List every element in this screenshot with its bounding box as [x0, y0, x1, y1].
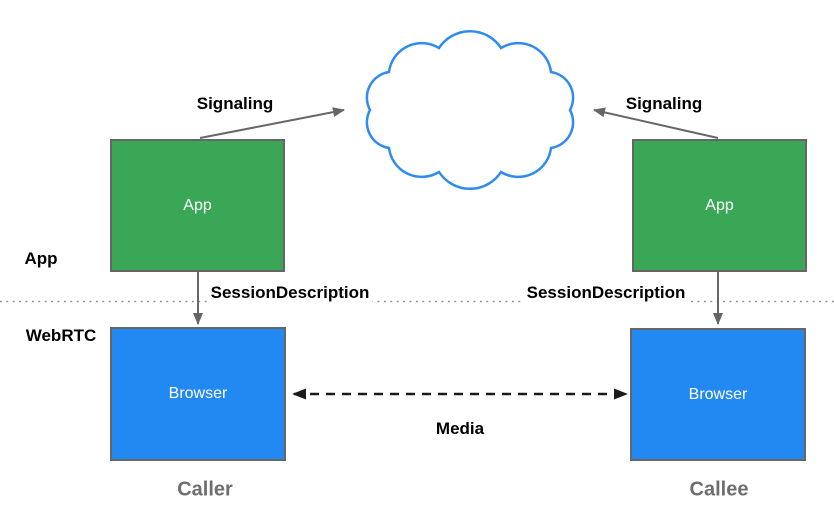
signaling-arrow-left	[199, 107, 345, 139]
callee-label: Callee	[689, 478, 749, 501]
caller-label: Caller	[177, 478, 233, 501]
signaling-label-left: Signaling	[196, 94, 274, 113]
app-node-callee-label: App	[705, 196, 734, 214]
browser-node-caller: Browser	[110, 327, 286, 461]
app-node-caller-label: App	[183, 196, 212, 214]
browser-node-callee-label: Browser	[688, 385, 748, 403]
media-label: Media	[435, 419, 485, 438]
app-node-callee: App	[632, 139, 807, 272]
app-layer-label: App	[24, 249, 58, 268]
session-description-label-right: SessionDescription	[523, 283, 689, 303]
signaling-label-right: Signaling	[625, 94, 703, 113]
session-description-label-left: SessionDescription	[207, 283, 373, 303]
browser-node-callee: Browser	[630, 328, 806, 461]
browser-node-caller-label: Browser	[168, 385, 228, 402]
signaling-cloud	[365, 30, 575, 190]
webrtc-layer-label: WebRTC	[25, 326, 97, 345]
app-node-caller: App	[110, 139, 285, 272]
signaling-arrow-right	[593, 107, 719, 139]
